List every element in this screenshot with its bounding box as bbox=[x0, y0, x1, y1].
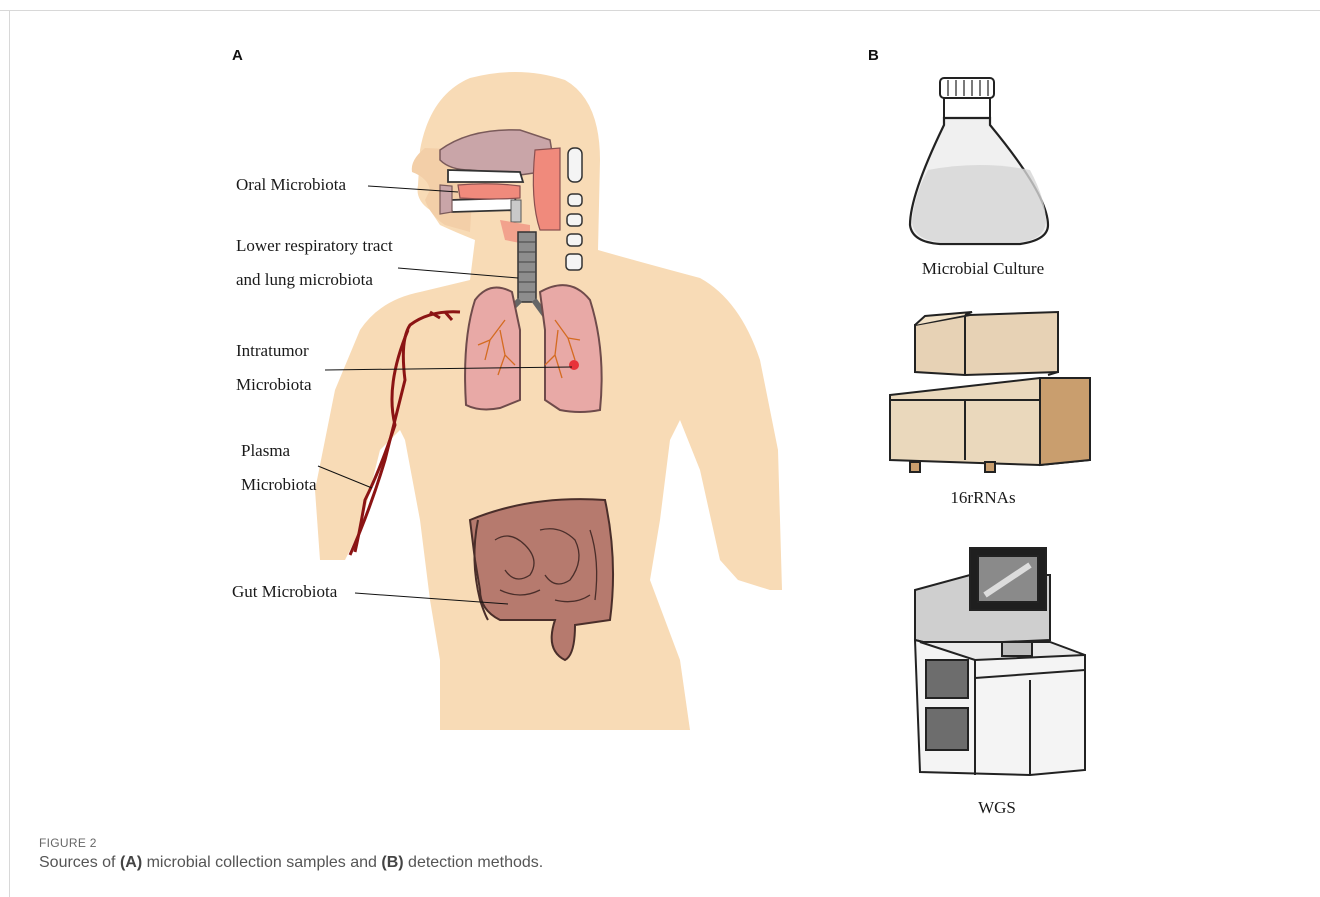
label-lower-respiratory-2: and lung microbiota bbox=[236, 270, 373, 289]
label-plasma-1: Plasma bbox=[241, 441, 291, 460]
figure-diagram: A B bbox=[0, 0, 1320, 830]
caption-text: Sources of (A) microbial collection samp… bbox=[39, 854, 543, 871]
label-gut-microbiota: Gut Microbiota bbox=[232, 582, 338, 601]
caption-mid: microbial collection samples and bbox=[142, 854, 381, 871]
tumor-dot bbox=[569, 360, 579, 370]
label-plasma-2: Microbiota bbox=[241, 475, 317, 494]
label-intratumor-2: Microbiota bbox=[236, 375, 312, 394]
figure-number: FIGURE 2 bbox=[39, 836, 1279, 850]
panel-a-label: A bbox=[232, 47, 243, 64]
label-intratumor-1: Intratumor bbox=[236, 341, 309, 360]
wgs-sequencer-icon bbox=[915, 548, 1085, 775]
label-microbial-culture: Microbial Culture bbox=[922, 259, 1044, 278]
caption-a: (A) bbox=[120, 854, 142, 871]
sequencer-16s-icon bbox=[890, 312, 1090, 472]
label-16rrnas: 16rRNAs bbox=[950, 488, 1015, 507]
label-oral-microbiota: Oral Microbiota bbox=[236, 175, 346, 194]
caption-b: (B) bbox=[381, 854, 403, 871]
figure-caption: FIGURE 2 Sources of (A) microbial collec… bbox=[39, 836, 1279, 872]
caption-pre: Sources of bbox=[39, 854, 120, 871]
caption-post: detection methods. bbox=[404, 854, 544, 871]
flask-icon bbox=[910, 78, 1048, 244]
label-wgs: WGS bbox=[978, 798, 1016, 817]
panel-b-label: B bbox=[868, 47, 879, 64]
label-lower-respiratory-1: Lower respiratory tract bbox=[236, 236, 393, 255]
